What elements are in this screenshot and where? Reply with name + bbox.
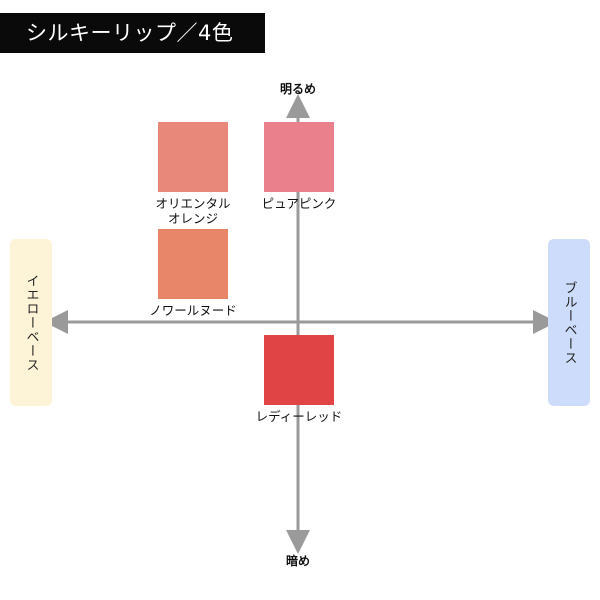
swatch-oriental-orange xyxy=(158,122,228,192)
swatch-label-lady-red: レディーレッド xyxy=(255,409,343,424)
axis-label-bright: 明るめ xyxy=(279,82,316,96)
blue-base-box: ブルーベース xyxy=(548,239,590,406)
swatch-noir-nude xyxy=(158,229,228,299)
swatch-lady-red xyxy=(264,335,334,405)
page-title: シルキーリップ／4色 xyxy=(0,13,265,53)
swatch-label-pure-pink: ピュアピンク xyxy=(261,196,337,211)
swatch-pure-pink xyxy=(264,122,334,192)
axis-label-dark: 暗め xyxy=(285,554,310,568)
blue-base-label: ブルーベース xyxy=(561,280,577,365)
swatch-label-noir-nude: ノワールヌード xyxy=(149,303,237,318)
yellow-base-box: イエローベース xyxy=(10,239,52,406)
yellow-base-label: イエローベース xyxy=(23,273,39,372)
swatch-label-oriental-orange: オリエンタル オレンジ xyxy=(155,196,231,226)
